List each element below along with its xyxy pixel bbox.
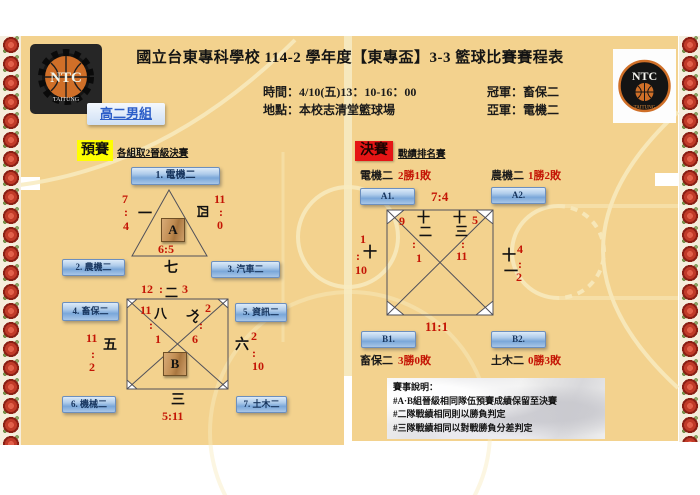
game-12-label-2: 二 xyxy=(419,224,433,239)
final-b1-team: 畜保二 xyxy=(360,355,393,367)
game-6-score-bottom: 10 xyxy=(252,359,264,373)
logo-subtext-left: TAITUNG xyxy=(53,97,80,103)
game-10-score-bottom: 10 xyxy=(355,263,367,277)
team-box-2: 2. 農機二 xyxy=(62,259,125,276)
logo-text-left: NTC xyxy=(50,70,82,86)
game-13-label-2: 三 xyxy=(455,224,469,239)
game-5-score-top: 11 xyxy=(86,331,98,345)
seed-box-a1: A1. xyxy=(360,188,415,205)
prelim-subtitle: 各組取2晉級決賽 xyxy=(117,149,189,159)
game-13-score-bottom: 11 xyxy=(456,249,468,263)
final-a2-team: 農機二 xyxy=(491,170,524,182)
group-a-box: A xyxy=(161,218,185,242)
team-box-5: 5. 資訊二 xyxy=(235,303,287,322)
game-13-label-1: 十 xyxy=(453,210,467,225)
runnerup-label: 亞軍：電機二 xyxy=(487,103,560,117)
notes-line: #二隊戰績相同則以勝負判定 xyxy=(393,409,506,419)
rose-border-left xyxy=(0,36,21,445)
team-box-3: 3. 汽車二 xyxy=(211,261,280,278)
background-gap-left xyxy=(20,177,40,190)
game-4-score-bottom: 0 xyxy=(217,218,223,232)
group-b-box: B xyxy=(163,352,187,376)
game-4-colon: : xyxy=(219,205,223,219)
final-subtitle: 戰績排名賽 xyxy=(398,150,446,160)
game-6-score-top: 2 xyxy=(251,329,257,343)
game-4-label: 四 xyxy=(195,204,211,219)
game-12-score-top: 9 xyxy=(399,214,405,228)
game-11-label-2: 一 xyxy=(504,265,518,280)
game-5-colon: : xyxy=(91,347,95,361)
game-6-label: 六 xyxy=(235,338,249,353)
game-11-colon: : xyxy=(518,257,522,271)
final-a1-record: 2勝1敗 xyxy=(398,170,431,182)
notes-heading: 賽事說明： xyxy=(393,382,439,392)
game-1-label: 一 xyxy=(138,207,152,222)
game-1-colon: : xyxy=(124,205,128,219)
team-box-1: 1. 電機二 xyxy=(131,167,220,185)
ntc-badge-logo: NTC TAITUNG xyxy=(613,49,676,123)
game-10-colon: : xyxy=(356,249,360,263)
seed-box-b2: B2. xyxy=(491,331,546,348)
champion-label: 冠軍：畜保二 xyxy=(487,85,560,99)
game-11-label-1: 十 xyxy=(502,249,516,264)
team-box-6: 6. 機械二 xyxy=(62,396,116,413)
game-10-label: 十 xyxy=(363,246,377,261)
game-12-label-1: 十 xyxy=(417,210,431,225)
game-9-colon: : xyxy=(199,318,203,332)
logo-text-right: NTC xyxy=(632,69,657,83)
final-b2-record: 0勝3敗 xyxy=(528,355,561,367)
game-13-colon: : xyxy=(461,237,465,251)
game-7-label: 七 xyxy=(164,261,178,276)
game-13-score-top: 5 xyxy=(472,213,478,227)
final-b1-record: 3勝0敗 xyxy=(398,355,431,367)
prelim-tag: 預賽 xyxy=(77,140,113,161)
seed-box-a2: A2. xyxy=(491,187,546,204)
team-box-4: 4. 畜保二 xyxy=(62,302,119,321)
final-top-score: 7:4 xyxy=(431,189,449,204)
final-tag: 決賽 xyxy=(355,141,393,161)
rose-border-right xyxy=(679,36,700,442)
game-9-score-top: 2 xyxy=(205,301,211,315)
background-gap-right xyxy=(655,173,678,186)
game-5-score-bottom: 2 xyxy=(89,360,95,374)
ntc-gear-logo: NTC TAITUNG xyxy=(30,44,102,114)
team-box-7: 7. 土木二 xyxy=(236,396,287,413)
game-2-score-right: 3 xyxy=(182,282,188,296)
game-2-colon: : xyxy=(159,282,163,296)
game-8-colon: : xyxy=(149,318,153,332)
game-11-score-bottom: 2 xyxy=(516,270,522,284)
game-1-score-bottom: 4 xyxy=(123,219,129,233)
group-label: 高二男組 xyxy=(87,103,165,125)
game-11-score-top: 4 xyxy=(517,242,523,256)
game-9-score-bottom: 6 xyxy=(192,332,198,346)
notes-line: #三隊戰績相同以對戰勝負分差判定 xyxy=(393,422,533,433)
game-6-colon: : xyxy=(252,346,256,360)
notes-box: 賽事說明： #A·B組晉級相同隊伍預賽成績保留至決賽 #二隊戰績相同則以勝負判定… xyxy=(387,378,605,439)
game-7-score: 6:5 xyxy=(158,242,174,256)
game-5-label: 五 xyxy=(103,338,117,353)
game-2-label: 二 xyxy=(165,285,179,300)
game-12-score-bottom: 1 xyxy=(416,251,422,265)
venue-label: 地點：本校志清堂籃球場 xyxy=(263,103,396,117)
final-a2-record: 1勝2敗 xyxy=(528,170,561,182)
notes-line: #A·B組晉級相同隊伍預賽成績保留至決賽 xyxy=(393,395,558,406)
logo-subtext-right: TAITUNG xyxy=(634,106,656,111)
game-12-colon: : xyxy=(412,237,416,251)
final-b2-team: 土木二 xyxy=(491,355,524,367)
game-4-score-top: 11 xyxy=(214,192,226,206)
game-2-score-left: 12 xyxy=(141,282,153,296)
game-3-label: 三 xyxy=(171,393,185,408)
game-8-score-top: 11 xyxy=(140,303,152,317)
game-8-score-bottom: 1 xyxy=(155,332,161,346)
seed-box-b1: B1. xyxy=(361,331,416,348)
time-label: 時間：4/10(五)13：10-16：00 xyxy=(263,85,417,99)
final-a1-team: 電機二 xyxy=(360,170,393,182)
game-3-score: 5:11 xyxy=(162,409,184,423)
game-10-score-top: 1 xyxy=(360,232,366,246)
game-1-score-top: 7 xyxy=(122,192,128,206)
game-8-label: 八 xyxy=(154,306,168,321)
page-title: 國立台東專科學校 114-2 學年度【東專盃】3-3 籃球比賽賽程表 xyxy=(136,50,564,66)
final-bottom-score: 11:1 xyxy=(425,319,449,334)
